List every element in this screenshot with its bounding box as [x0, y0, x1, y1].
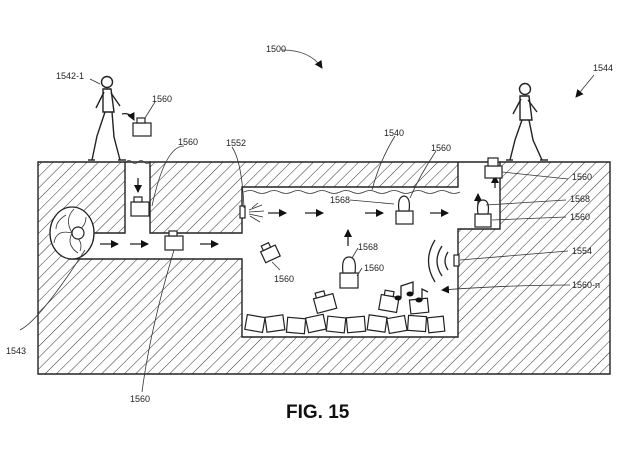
nozzle [239, 205, 246, 219]
label-system: 1500 [266, 44, 286, 54]
label-water-surface: 1540 [384, 128, 404, 138]
package-pile [244, 289, 446, 335]
walking-person-icon [506, 82, 548, 161]
music-notes-icon [394, 281, 429, 303]
label-package-pile: 1560-n [572, 280, 600, 290]
label-sensor-right: 1568 [570, 194, 590, 204]
label-sensor-upper: 1568 [330, 195, 350, 205]
package-right-lower [474, 199, 492, 228]
package-tunnel [164, 230, 184, 251]
label-person-left: 1542-1 [56, 71, 84, 81]
spray [248, 202, 265, 223]
shaft-water-surface [125, 160, 151, 164]
label-person-right: 1544 [593, 63, 613, 73]
speaker [453, 254, 460, 267]
package-right-upper [484, 157, 503, 179]
label-fan: 1543 [6, 346, 26, 356]
package-top-left [132, 117, 152, 137]
label-package-right-lower: 1560 [570, 212, 590, 222]
package-shaft [130, 196, 150, 217]
package-mid [339, 256, 359, 289]
label-package-right-upper: 1560 [572, 172, 592, 182]
water-surface [243, 190, 461, 194]
label-package-floating: 1560 [431, 143, 451, 153]
label-package-falling: 1560 [274, 274, 294, 284]
label-sensor-mid: 1568 [358, 242, 378, 252]
ground-hatching [37, 161, 611, 375]
label-speaker: 1554 [572, 246, 592, 256]
fan-icon [49, 206, 95, 260]
walking-person-icon [88, 75, 126, 161]
sound-waves-icon [427, 239, 449, 283]
label-package-tunnel: 1560 [130, 394, 150, 404]
leader-lines [19, 49, 595, 393]
drop-motion-arrow [121, 111, 135, 121]
package-floating [395, 195, 414, 225]
label-package-top-left: 1560 [152, 94, 172, 104]
label-package-mid: 1560 [364, 263, 384, 273]
package-falling [259, 241, 282, 264]
label-nozzle: 1552 [226, 138, 246, 148]
figure-caption: FIG. 15 [286, 402, 350, 423]
label-package-shaft: 1560 [178, 137, 198, 147]
